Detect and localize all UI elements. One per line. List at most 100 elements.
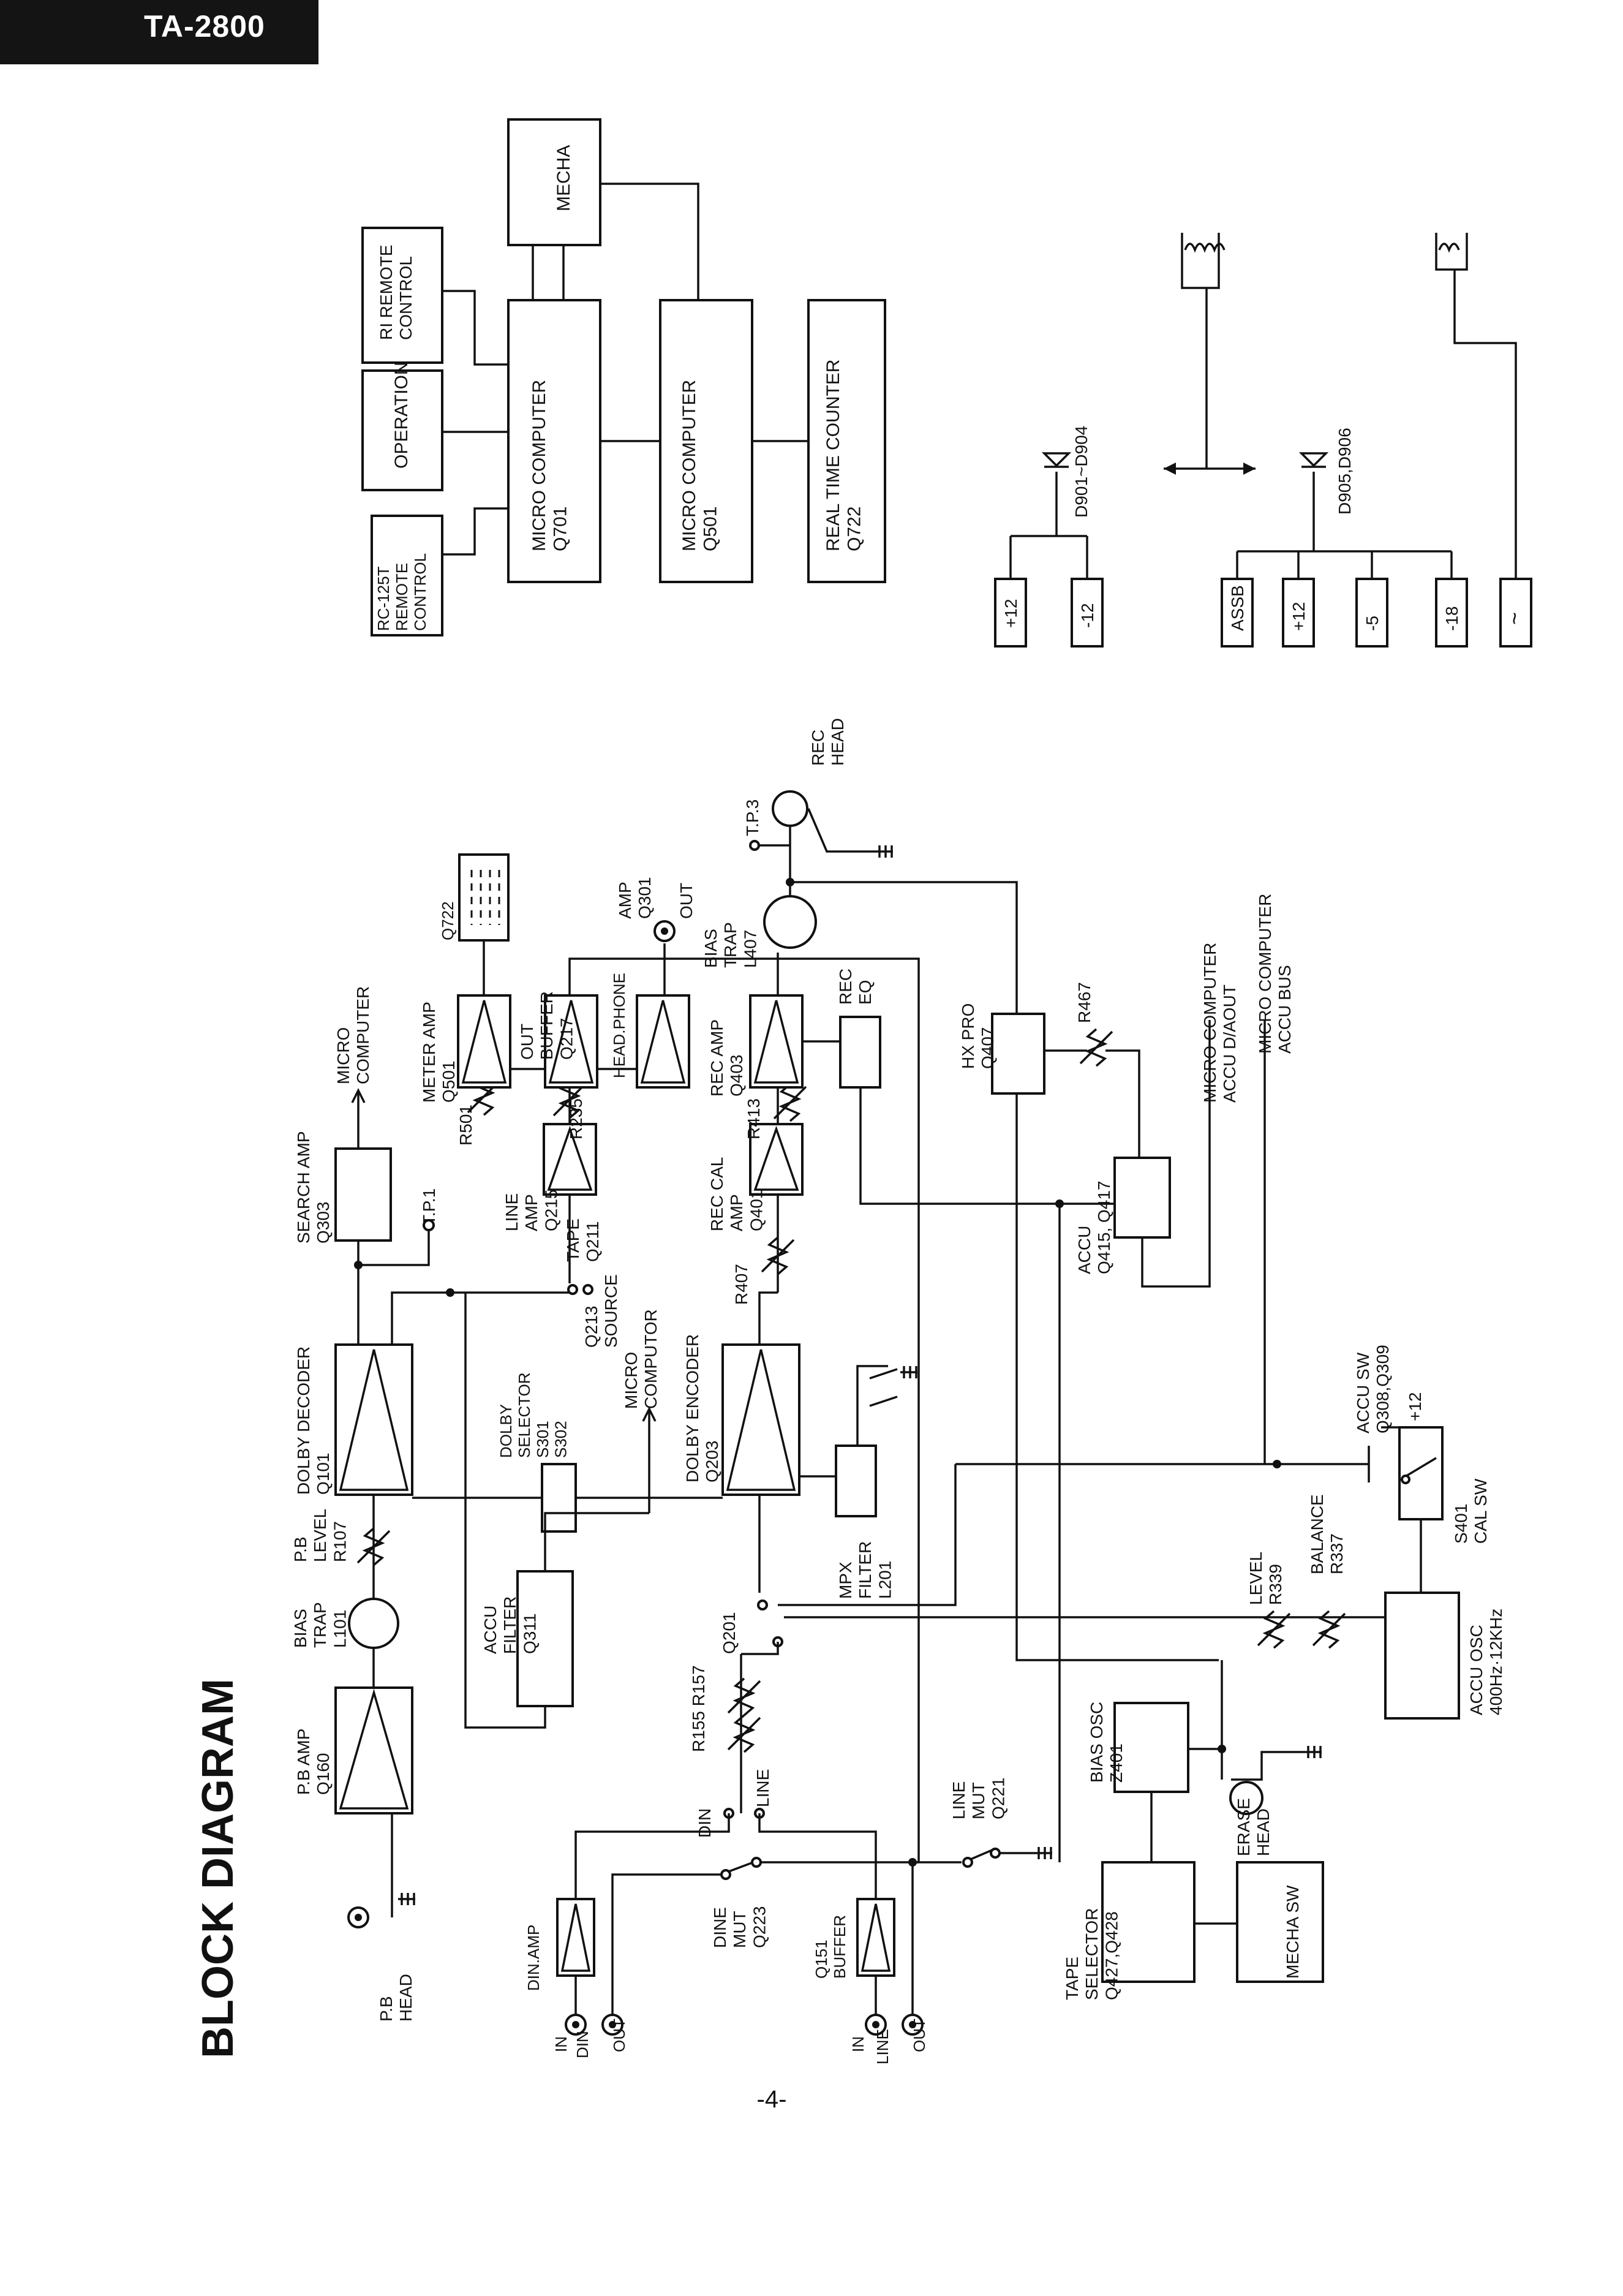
ac-source: [1499, 578, 1532, 648]
supply-out-0: [1221, 578, 1254, 648]
rec-head-label-line: HEAD: [828, 718, 847, 766]
r467-label-line: R467: [1075, 982, 1094, 1023]
micro-accu-bus-label-line: ACCU BUS: [1275, 965, 1294, 1054]
signal-line: [574, 1813, 730, 1899]
mpx-filter-block: [835, 1444, 877, 1517]
q201-label-line: Q201: [720, 1612, 739, 1655]
tape-selector-label-line: Q427,Q428: [1102, 1911, 1121, 2000]
signal-line: [869, 1395, 898, 1407]
line-tap-label: LINE: [753, 1769, 772, 1807]
level-r339-label-line: LEVEL: [1246, 1552, 1265, 1605]
pb-head-label-line: P.B: [377, 1996, 396, 2022]
pb-level-label-line: R107: [330, 1521, 349, 1562]
micro-computor-label-line: COMPUTOR: [641, 1309, 660, 1409]
micro-accu-da-label-line: MICRO COMPUTER: [1200, 943, 1219, 1103]
din-label-line: DIN: [573, 2031, 592, 2058]
signal-line: [442, 290, 508, 366]
line-amp-block: [543, 1123, 597, 1196]
mpx-filter-label-line: FILTER: [856, 1541, 875, 1599]
micro-q501-block: [659, 299, 753, 583]
rec-eq-block: [839, 1016, 881, 1089]
source-q213-label-line: SOURCE: [601, 1274, 620, 1348]
ground-icon: [398, 1893, 415, 1905]
q722-display-label: Q722: [439, 901, 457, 940]
diode-b-label: D905,D906: [1335, 428, 1354, 515]
bias-trap-l407-label-line: TRAP: [721, 922, 740, 968]
accu-filter-label-line: FILTER: [500, 1596, 519, 1654]
cal-sw-label-line: S401: [1452, 1504, 1470, 1544]
bias-trap-l101-label-line: TRAP: [311, 1602, 329, 1648]
rec-eq-label-line: EQ: [856, 980, 875, 1005]
signal-line: [464, 1293, 546, 1729]
bias-trap-l101: [348, 1598, 399, 1649]
q201-switch-contact: [757, 1599, 768, 1611]
r155-r157-label: R155 R157: [689, 1665, 708, 1752]
accu-label-line: ACCU: [1075, 1226, 1094, 1274]
headphone-label: HEAD.PHONE: [610, 973, 628, 1078]
signal-line: [807, 808, 876, 853]
pb-head-label-line: HEAD: [396, 1974, 415, 2022]
arrow-up-icon: [351, 1088, 366, 1103]
rec-amp-label-line: REC AMP: [707, 1019, 726, 1097]
tp1-label: T.P.1: [420, 1188, 439, 1225]
r155-r157-label-line: R155 R157: [689, 1665, 708, 1752]
micro-q701-label-line: Q701: [551, 507, 571, 551]
dine-mut-label-line: DINE: [710, 1907, 729, 1948]
hx-pro-label-line: HX PRO: [958, 1003, 977, 1069]
pb-head-icon-center: [355, 1914, 362, 1921]
signal-line: [856, 1365, 888, 1446]
pb-amp-label-line: P.B AMP: [294, 1729, 313, 1795]
tp3-label: T.P.3: [743, 799, 762, 836]
accu-filter-label-line: Q311: [520, 1614, 539, 1654]
line-mut-label-line: MUT: [969, 1782, 988, 1819]
diode-b-icon: [1298, 452, 1329, 468]
line-mut-contact-b: [990, 1848, 1001, 1859]
tp1-label-line: T.P.1: [420, 1188, 439, 1225]
dolby-encoder-label-line: DOLBY ENCODER: [683, 1334, 702, 1482]
hx-pro-label-line: Q407: [978, 1027, 997, 1070]
tape-selector-block: [1101, 1861, 1196, 1983]
junction-dot: [446, 1288, 454, 1297]
signal-line: [568, 957, 920, 1862]
dolby-selector-block: [541, 1463, 577, 1533]
dolby-selector-label-line: S301: [533, 1421, 552, 1458]
dolby-decoder-label-line: DOLBY DECODER: [294, 1346, 313, 1495]
micro-q501-label-line: MICRO COMPUTER: [679, 380, 699, 551]
din-amp-symbol: [560, 1903, 591, 1972]
bias-trap-l407-label-line: BIAS: [701, 929, 720, 968]
erase-head-icon: [1229, 1781, 1263, 1815]
supply-plus12-a-label-line: +12: [1001, 599, 1020, 629]
din-tap-label: DIN: [695, 1808, 714, 1838]
tp3-terminal: [749, 840, 760, 851]
out-buffer-label-line: BUFFER: [537, 991, 556, 1060]
supply-out-1: [1282, 578, 1315, 648]
dolby-encoder-symbol: [726, 1349, 796, 1491]
accu-sw-plus12-label: +12: [1406, 1392, 1425, 1422]
line-amp-symbol: [547, 1125, 593, 1191]
signal-line: [859, 1087, 1115, 1205]
cal-sw-label-line: CAL SW: [1471, 1478, 1490, 1544]
signal-line: [790, 881, 1018, 1014]
r235-resistor-arrow: [552, 1082, 587, 1117]
level-r339-label-line: R339: [1266, 1564, 1285, 1605]
signal-line: [1141, 1020, 1211, 1288]
amp-out-label: OUT: [677, 883, 696, 919]
supply-minus12-a: [1071, 578, 1104, 648]
q201-label: Q201: [720, 1612, 739, 1655]
line-mut-label-line: LINE: [949, 1781, 968, 1819]
